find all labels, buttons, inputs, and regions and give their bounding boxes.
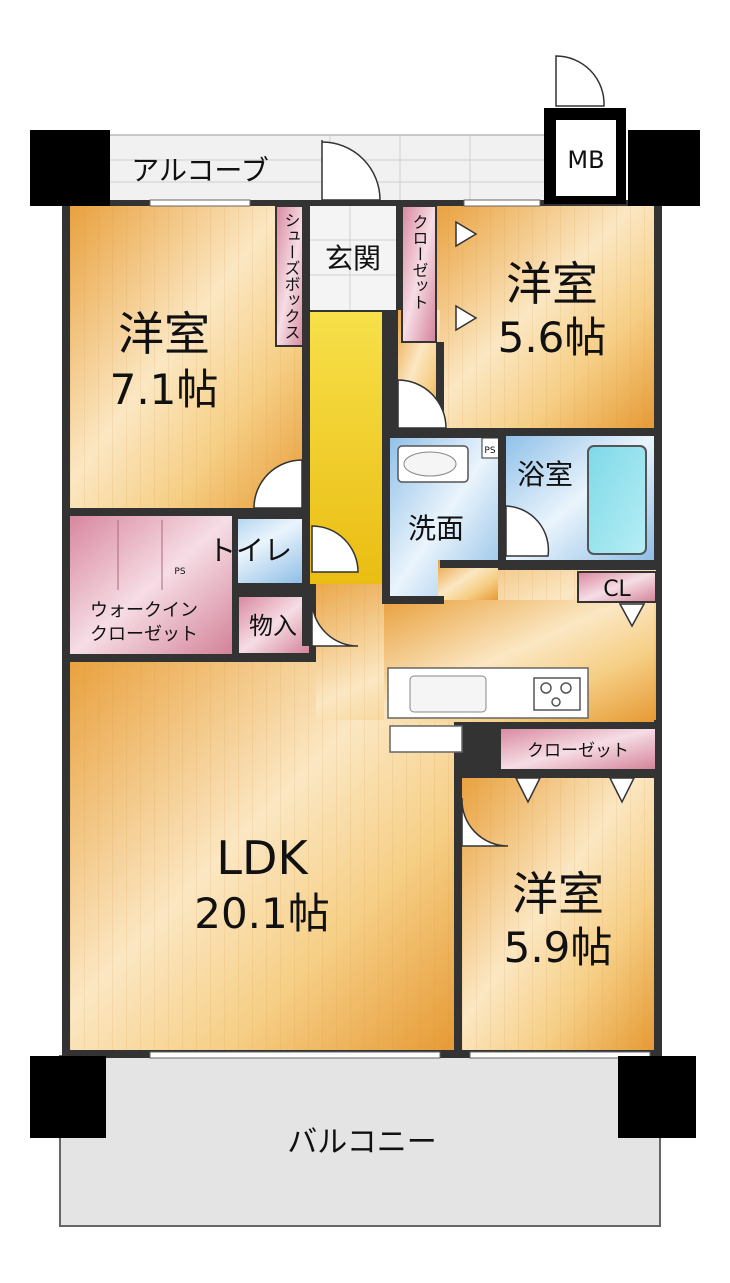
kitchen-cabinet: [389, 725, 463, 753]
toilet-label: トイレ: [208, 534, 292, 567]
stove-icon: [533, 677, 581, 711]
ps-toilet-label: PS: [174, 567, 185, 577]
western-a-name: 洋室: [118, 307, 210, 361]
bathtub: [587, 445, 647, 555]
shoe-box-label: シューズボックス: [282, 212, 301, 340]
balcony-area: [59, 1055, 661, 1227]
kitchen-sink: [409, 675, 487, 713]
closet-top-label: クローゼット: [410, 214, 429, 310]
cl-label: CL: [603, 577, 631, 602]
ldk-name: LDK: [216, 831, 309, 885]
interior-walls: [70, 206, 662, 1056]
entrance-floor: [306, 206, 396, 310]
ps-bath-label: PS: [484, 446, 495, 456]
mb-label: MB: [567, 146, 604, 174]
storage-label: 物入: [249, 612, 297, 640]
alcove-label: アルコーブ: [131, 154, 268, 187]
washroom-label: 洗面: [408, 512, 464, 545]
western-c-name: 洋室: [512, 867, 604, 921]
cl-closet: [577, 571, 657, 603]
entrance-label: 玄関: [325, 242, 381, 275]
western-b-size: 5.6帖: [498, 313, 607, 362]
bath-label: 浴室: [517, 458, 573, 491]
closet-door-marks: [455, 220, 646, 804]
mb-box: [556, 120, 616, 196]
door-swings: [253, 55, 605, 847]
storage: [237, 595, 311, 655]
closet-top: [401, 205, 437, 343]
ldk-size: 20.1帖: [194, 889, 330, 938]
alcove-area: [67, 134, 549, 202]
western-c-size: 5.9帖: [504, 923, 613, 972]
western-a-size: 7.1帖: [110, 365, 219, 414]
shoe-box: [275, 205, 307, 347]
walk-in-closet: [70, 516, 232, 656]
balcony-label: バルコニー: [287, 1125, 436, 1160]
wic-label-line1: ウォークイン: [90, 600, 198, 621]
western-b-name: 洋室: [506, 257, 598, 311]
closet-bottom-label: クローゼット: [527, 741, 629, 761]
wic-label-line2: クローゼット: [90, 624, 198, 645]
